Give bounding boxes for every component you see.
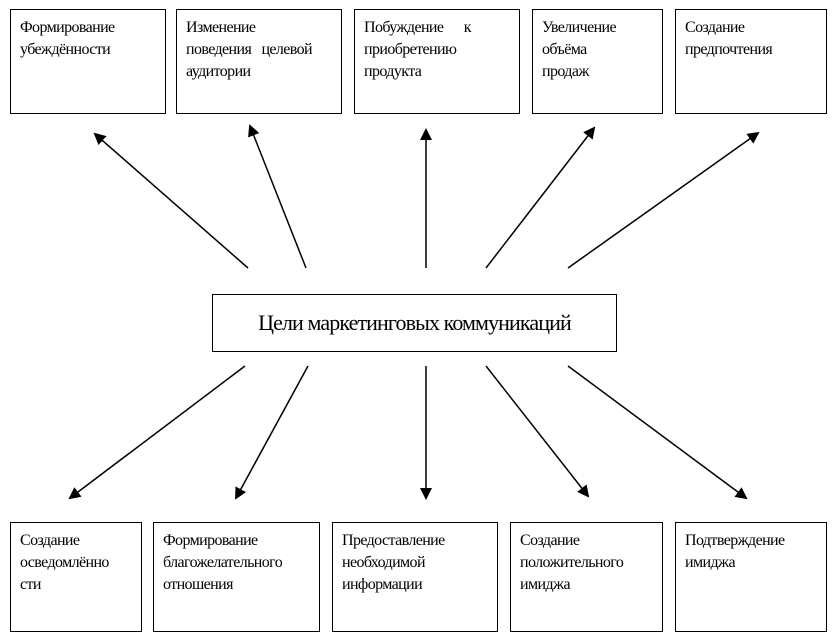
goal-text-line: предпочтения: [685, 41, 773, 58]
goal-text-line: объёма: [542, 41, 587, 58]
goal-text-line: поведения целевой: [186, 41, 313, 58]
goal-text-line: Создание: [685, 19, 745, 36]
arrow-to-top-2: [248, 124, 307, 269]
arrow-to-top-5: [567, 131, 760, 269]
arrow-to-top-1: [93, 132, 249, 269]
goal-text-line: Подтверждение: [685, 532, 785, 549]
goal-text-line: Формирование: [163, 532, 258, 549]
goal-text-line: продукта: [364, 63, 422, 80]
goal-text-line: положительного: [520, 554, 624, 571]
goal-box-top-2: Изменение поведения целевой аудитории: [176, 9, 342, 114]
goal-box-top-5: Создание предпочтения: [675, 9, 827, 114]
arrow-to-bottom-1: [68, 365, 246, 500]
central-goal-box: Цели маркетинговых коммуникаций: [212, 294, 617, 352]
goal-box-bottom-3: Предоставление необходимой информации: [332, 522, 498, 632]
goal-text-line: Увеличение: [542, 19, 617, 36]
goal-text-line: Формирование: [20, 19, 115, 36]
goal-box-bottom-5: Подтверждение имиджа: [675, 522, 827, 632]
arrow-to-bottom-4: [485, 365, 590, 498]
goal-text-line: осведомлённо: [20, 554, 109, 571]
goal-text-line: Побуждение к: [364, 19, 472, 36]
goal-text-line: продаж: [542, 63, 589, 80]
goal-box-top-3: Побуждение к приобретению продукта: [354, 9, 520, 114]
goal-text-line: аудитории: [186, 63, 251, 80]
goal-text-line: Изменение: [186, 19, 256, 36]
goal-box-top-4: Увеличение объёма продаж: [532, 9, 663, 114]
arrow-to-top-4: [485, 126, 596, 269]
goal-text-line: информации: [342, 576, 423, 593]
arrow-to-bottom-5: [567, 365, 748, 500]
goal-text-line: Предоставление: [342, 532, 445, 549]
goal-box-bottom-1: Создание осведомлённо сти: [10, 522, 142, 632]
goal-text-line: приобретению: [364, 41, 457, 58]
goal-text-line: Создание: [20, 532, 80, 549]
arrow-to-bottom-2: [235, 365, 309, 500]
goal-box-bottom-2: Формирование благожелательного отношения: [153, 522, 320, 632]
central-goal-label: Цели маркетинговых коммуникаций: [258, 310, 572, 335]
goal-box-bottom-4: Создание положительного имиджа: [510, 522, 663, 632]
goal-text-line: сти: [20, 576, 41, 593]
goal-text-line: отношения: [163, 576, 233, 593]
goal-text-line: убеждённости: [20, 41, 111, 58]
goal-box-top-1: Формирование убеждённости: [10, 9, 166, 114]
goal-text-line: имиджа: [685, 554, 736, 571]
goal-text-line: имиджа: [520, 576, 571, 593]
goal-text-line: Создание: [520, 532, 580, 549]
goal-text-line: благожелательного: [163, 554, 283, 571]
goal-text-line: необходимой: [342, 554, 426, 571]
